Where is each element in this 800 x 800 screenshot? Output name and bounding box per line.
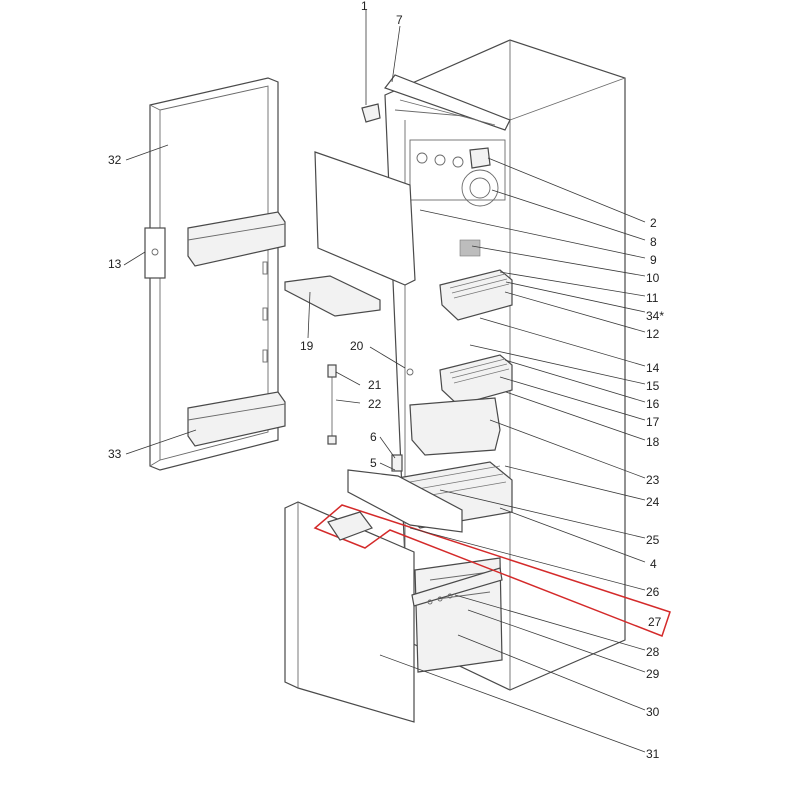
callout-1: 1: [361, 0, 368, 13]
callout-23: 23: [646, 473, 660, 487]
callout-2: 2: [650, 216, 657, 230]
part-1-hinge: [361, 103, 381, 123]
callout-24: 24: [646, 495, 660, 509]
callout-18: 18: [646, 435, 660, 449]
cover-panel-part-10: [314, 151, 416, 286]
callout-4: 4: [650, 557, 657, 571]
drawer-basket: [411, 557, 503, 673]
callout-34: 34*: [646, 309, 664, 323]
callout-29: 29: [646, 667, 660, 681]
callout-32: 32: [108, 153, 122, 167]
callout-6: 6: [370, 430, 377, 444]
callout-33: 33: [108, 447, 122, 461]
callout-8: 8: [650, 235, 657, 249]
callout-30: 30: [646, 705, 660, 719]
callout-14: 14: [646, 361, 660, 375]
part-5-6-latch: [391, 454, 403, 472]
leader-lines: [123, 10, 646, 753]
door-shelf-lower: [187, 391, 286, 447]
refrigerator-door: [144, 77, 279, 471]
tray-part-19: [284, 275, 381, 317]
callout-17: 17: [646, 415, 660, 429]
callout-19: 19: [300, 339, 314, 353]
callout-13: 13: [108, 257, 122, 271]
callout-21: 21: [368, 378, 382, 392]
callout-10: 10: [646, 271, 660, 285]
callout-7: 7: [396, 13, 403, 27]
callout-28: 28: [646, 645, 660, 659]
middle-shelf-part-17: [439, 354, 513, 406]
sensor-probe-parts-21-22: [327, 364, 414, 445]
crisper-part-23: [409, 397, 501, 456]
callout-5: 5: [370, 456, 377, 470]
highlight-outline-part-27: [313, 504, 671, 637]
door-hinge-part: [144, 227, 166, 279]
callout-16: 16: [646, 397, 660, 411]
callout-11: 11: [646, 291, 659, 305]
callout-12: 12: [646, 327, 660, 341]
callout-15: 15: [646, 379, 660, 393]
fan-assembly: [459, 147, 499, 257]
front-rail-part-24: [347, 469, 463, 533]
door-shelf-upper: [187, 211, 286, 267]
callout-9: 9: [650, 253, 657, 267]
door-slots: [262, 261, 268, 363]
callout-numbers: 1 7 32 13 33 19 20 21 22 6 5 2 8 9 10 11…: [108, 0, 664, 761]
callout-20: 20: [350, 339, 364, 353]
callout-27: 27: [648, 615, 662, 629]
callout-31: 31: [646, 747, 660, 761]
freezer-drawer-front: [284, 501, 415, 723]
upper-shelf-part-12: [439, 269, 513, 321]
callout-22: 22: [368, 397, 382, 411]
callout-25: 25: [646, 533, 660, 547]
callout-26: 26: [646, 585, 660, 599]
